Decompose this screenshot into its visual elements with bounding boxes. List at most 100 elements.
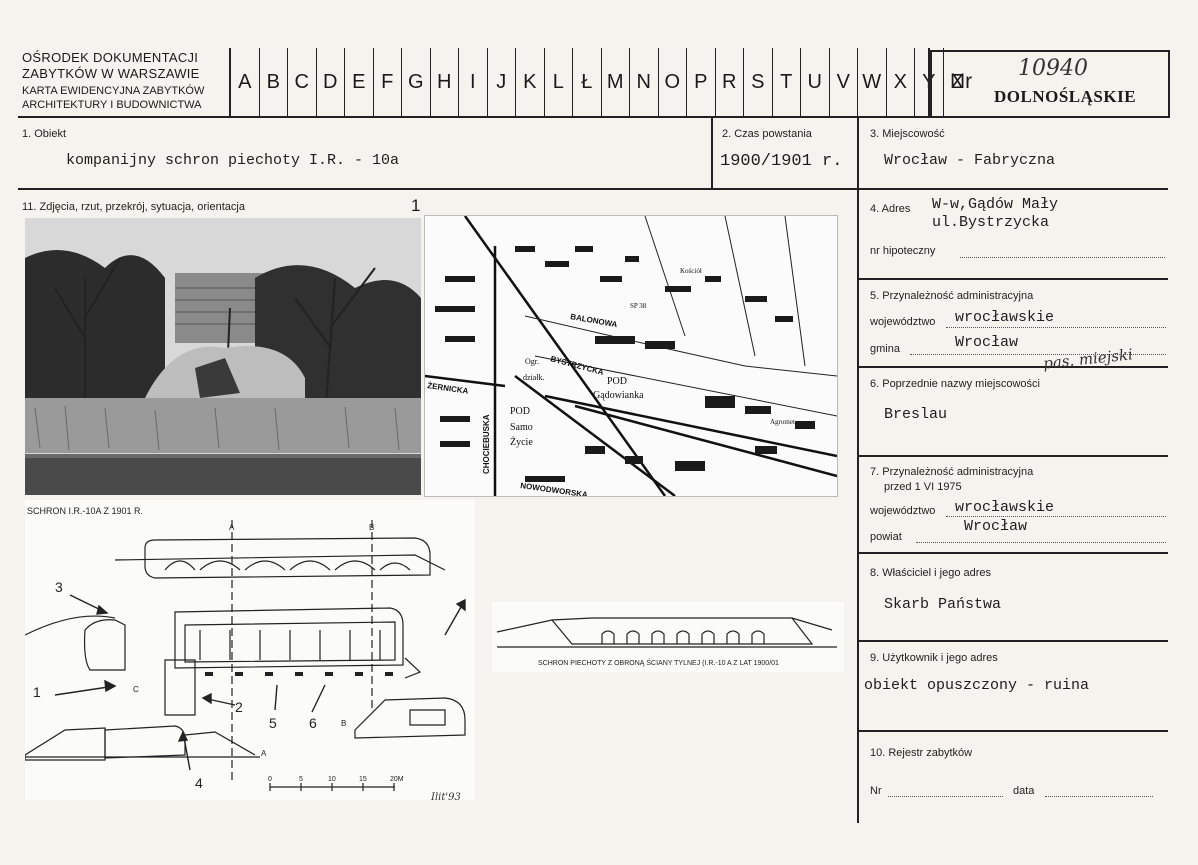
section-letter-a-top: A <box>229 523 235 532</box>
miejscowosc-label: 3. Miejscowość <box>870 128 945 140</box>
nr-value: 10940 <box>1018 56 1088 81</box>
plan-number-1: 1 <box>33 684 41 700</box>
gmina-value: Wrocław <box>955 334 1019 351</box>
plan-number-5: 5 <box>269 715 277 731</box>
org-line-2: ZABYTKÓW W WARSZAWIE <box>22 66 200 81</box>
hipoteczny-label: nr hipoteczny <box>870 245 936 257</box>
index-letter-13: M <box>600 48 630 116</box>
miejscowosc-value: Wrocław - Fabryczna <box>884 152 1056 169</box>
index-letter-17: R <box>714 48 744 116</box>
map-area-zycie: Życie <box>510 436 533 448</box>
index-letter-1: B <box>258 48 288 116</box>
section-letter-b-top: B <box>369 523 374 532</box>
plan-svg: SCHRON I.R.-10A Z 1901 R. <box>25 506 466 800</box>
wojewodztwo-value: wrocławskie <box>955 309 1055 326</box>
wojewodztwo2-line <box>946 516 1166 517</box>
site-map: BALONOWA BYSTRZYCKA ŻERNICKA NOWODWORSKA… <box>424 215 838 497</box>
nr-label: Nr <box>950 70 973 93</box>
uzytkownik-value: obiekt opuszczony - ruina <box>864 677 1090 694</box>
photo-image <box>25 218 421 495</box>
wojewodztwo-label: województwo <box>870 316 936 328</box>
index-letter-16: P <box>686 48 715 116</box>
poprzednie-label: 6. Poprzednie nazwy miejscowości <box>870 378 1040 390</box>
scale-label-15: 15 <box>359 776 367 783</box>
wojewodztwo2-label: województwo <box>870 505 936 517</box>
index-letter-12: Ł <box>572 48 601 116</box>
map-other-agromet: Agromet <box>770 418 795 426</box>
section-letter-a-bottom: A <box>261 749 267 758</box>
wojewodztwo-line <box>946 327 1166 328</box>
divider-right-column <box>857 116 859 823</box>
map-other-ogr: Ogr. <box>525 357 539 366</box>
index-letter-2: C <box>287 48 316 116</box>
czas-label: 2. Czas powstania <box>722 128 812 140</box>
wojewodztwo2-value: wrocławskie <box>955 499 1055 516</box>
map-other-dzialk: działk. <box>523 373 545 382</box>
gmina-handwritten-note: pas. miejski <box>1042 345 1134 373</box>
site-photo <box>25 218 421 495</box>
index-letter-19: T <box>771 48 801 116</box>
rule-adres <box>858 278 1168 280</box>
map-street-chociebuska: CHOCIEBUSKA <box>482 414 491 474</box>
letters-right-border <box>928 48 930 116</box>
region-stamp: DOLNOŚLĄSKIE <box>994 87 1137 106</box>
wlasciciel-value: Skarb Państwa <box>884 596 1002 613</box>
index-letter-10: K <box>515 48 544 116</box>
plan-number-6: 6 <box>309 715 317 731</box>
przed-label-1: 7. Przynależność administracyjna <box>870 466 1034 478</box>
przed-label-2: przed 1 VI 1975 <box>884 481 962 493</box>
zdjecia-label: 11. Zdjęcia, rzut, przekrój, sytuacja, o… <box>22 201 245 213</box>
index-letter-14: N <box>629 48 658 116</box>
hipoteczny-line <box>960 257 1165 258</box>
rule-uzytkownik <box>858 730 1168 732</box>
index-letter-5: F <box>372 48 402 116</box>
index-letter-21: V <box>828 48 858 116</box>
gmina-label: gmina <box>870 343 900 355</box>
adres-line-1: W-w,Gądów Mały <box>932 196 1059 213</box>
index-letter-15: O <box>657 48 687 116</box>
scale-label-20: 20M <box>390 776 404 783</box>
rule-wlasciciel <box>858 640 1168 642</box>
index-letter-9: J <box>486 48 516 116</box>
index-letter-8: I <box>458 48 487 116</box>
index-letter-23: X <box>885 48 915 116</box>
map-area-samo: Samo <box>510 422 533 433</box>
index-letter-11: L <box>543 48 573 116</box>
scale-label-5: 5 <box>299 776 303 783</box>
rule-row1 <box>18 188 1168 190</box>
drawing-signature: Ilit'93 <box>430 792 461 800</box>
index-letter-22: W <box>857 48 886 116</box>
rejestr-nr-label: Nr <box>870 785 882 797</box>
elevation-drawing: SCHRON PIECHOTY Z OBRONĄ ŚCIANY TYLNEJ (… <box>492 602 844 672</box>
map-other-kosciol: Kościół <box>680 267 702 275</box>
rule-przed <box>858 552 1168 554</box>
adres-line-2: ul.Bystrzycka <box>932 214 1050 231</box>
poprzednie-value: Breslau <box>884 406 948 423</box>
index-letters: ABCDEFGHIJKLŁMNOPRSTUVWXYZ <box>230 48 971 116</box>
obiekt-label: 1. Obiekt <box>22 128 67 140</box>
rejestr-data-label: data <box>1013 785 1035 797</box>
org-line-1: OŚRODEK DOKUMENTACJI <box>22 50 199 65</box>
adres-label: 4. Adres <box>870 203 911 215</box>
rule-poprzednie <box>858 455 1168 457</box>
elevation-caption: SCHRON PIECHOTY Z OBRONĄ ŚCIANY TYLNEJ (… <box>538 658 779 667</box>
index-letter-4: E <box>344 48 373 116</box>
plan-number-4: 4 <box>195 775 203 791</box>
rejestr-label: 10. Rejestr zabytków <box>870 747 973 759</box>
map-area-gadowianka: Gądowianka <box>593 390 644 401</box>
map-area-pod: POD <box>607 376 627 387</box>
plan-caption: SCHRON I.R.-10A Z 1901 R. <box>27 506 143 516</box>
powiat-value: Wrocław <box>964 518 1028 535</box>
obiekt-value: kompanijny schron piechoty I.R. - 10a <box>66 152 400 169</box>
index-letter-18: S <box>743 48 772 116</box>
zdjecia-number: 1 <box>411 196 421 215</box>
map-image: BALONOWA BYSTRZYCKA ŻERNICKA NOWODWORSKA… <box>425 216 837 496</box>
scale-label-10: 10 <box>328 776 336 783</box>
index-letter-3: D <box>315 48 345 116</box>
map-area-pod2: POD <box>510 406 530 417</box>
section-letter-c: C <box>133 685 139 694</box>
index-letter-0: A <box>230 48 259 116</box>
wlasciciel-label: 8. Właściciel i jego adres <box>870 567 992 579</box>
divider-obiekt <box>711 116 713 189</box>
